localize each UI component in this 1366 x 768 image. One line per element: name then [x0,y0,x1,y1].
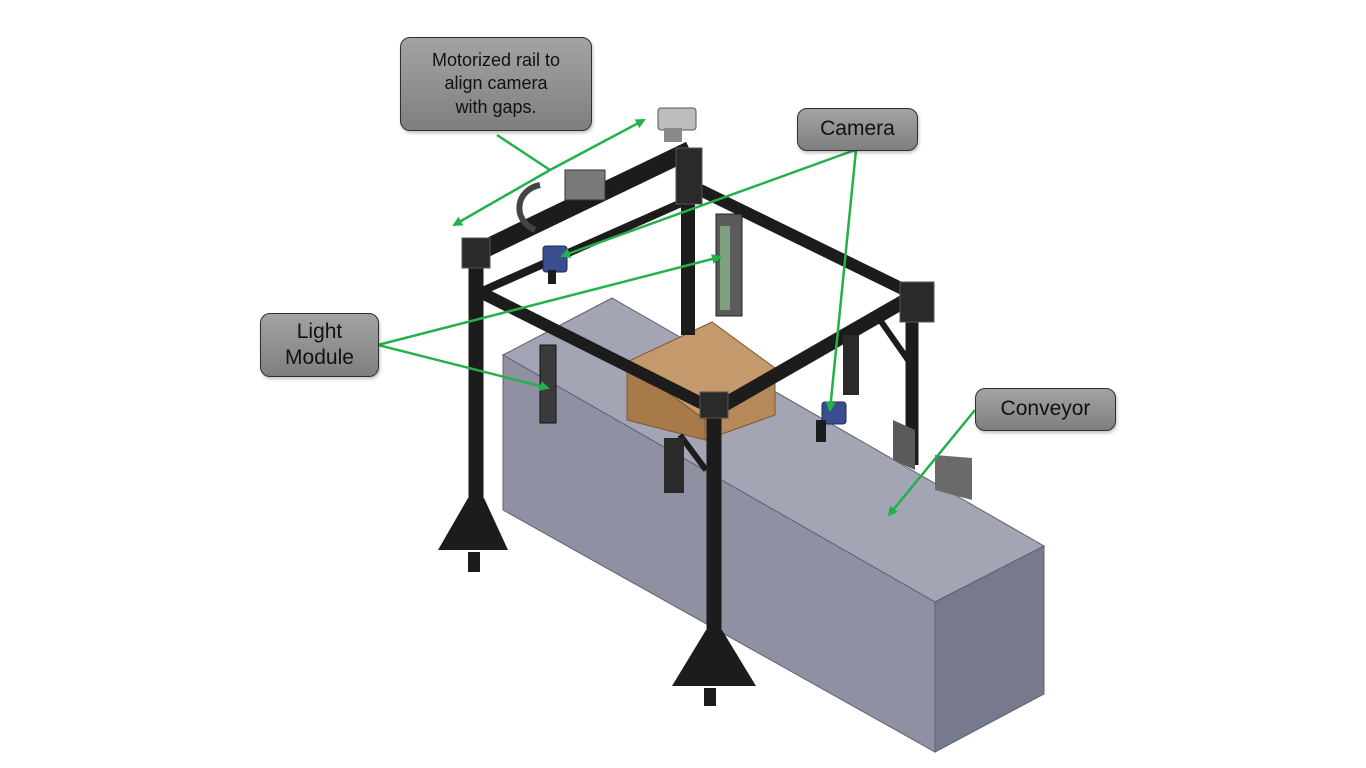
camera-arrow-rail [560,148,856,258]
corner-plate-right [899,281,935,323]
callout-camera-text: Camera [820,117,895,141]
callout-motorized-rail: Motorized rail to align camera with gaps… [400,37,592,131]
camera-front-mount [816,420,826,442]
callout-rail-line-2: align camera [444,73,548,94]
callout-conveyor-text: Conveyor [1000,397,1091,421]
mount-bracket-right-2 [935,455,972,500]
frame-beam-top-right [687,179,918,301]
foot-bolt-right [704,688,716,706]
rail-motor [657,107,697,131]
cable-chain [516,182,541,233]
frame-beam-rail [468,141,694,264]
callout-light-line-1: Light [296,319,343,343]
callout-camera: Camera [797,108,918,151]
light-module-right [843,335,859,395]
rail-arrow-backward [452,168,551,227]
corner-plate-front [699,391,729,419]
corner-plate-back [675,147,703,205]
rail-leader [496,133,551,172]
light-arrow-back [377,254,722,347]
callout-light-module: Light Module [260,313,379,377]
frame-foot-front-right [672,630,756,686]
rail-carriage [564,169,606,201]
frame-beam-mid-left [478,196,690,296]
callout-rail-line-1: Motorized rail to [431,49,561,70]
frame-beam-front-right [711,288,919,417]
light-module-left [539,344,557,424]
frame-brace-front [677,433,709,472]
camera-arrow-front [825,149,858,412]
callout-rail-line-3: with gaps. [455,96,537,117]
frame-beam-left-side [477,286,718,416]
light-module-front [664,438,684,493]
callout-light-line-2: Module [285,346,354,369]
conveyor-arrow [887,409,976,517]
camera-rail-mount [548,270,556,284]
frame-foot-front-left [438,498,508,550]
light-arrow-left [377,343,550,391]
light-module-back-lens [720,226,730,310]
camera-rail [542,245,568,273]
gantry-frame [468,141,919,670]
frame-brace-back-right [877,318,911,362]
corner-plate-left [461,237,491,269]
rail-motor-base [664,128,682,142]
mount-bracket-right [893,420,915,470]
annotation-arrows [377,118,976,517]
callout-conveyor: Conveyor [975,388,1116,431]
foot-bolt-left [468,552,480,572]
conveyor-side-face [934,545,1045,753]
conveyor-block [501,297,1046,753]
rail-arrow-forward [549,118,646,172]
